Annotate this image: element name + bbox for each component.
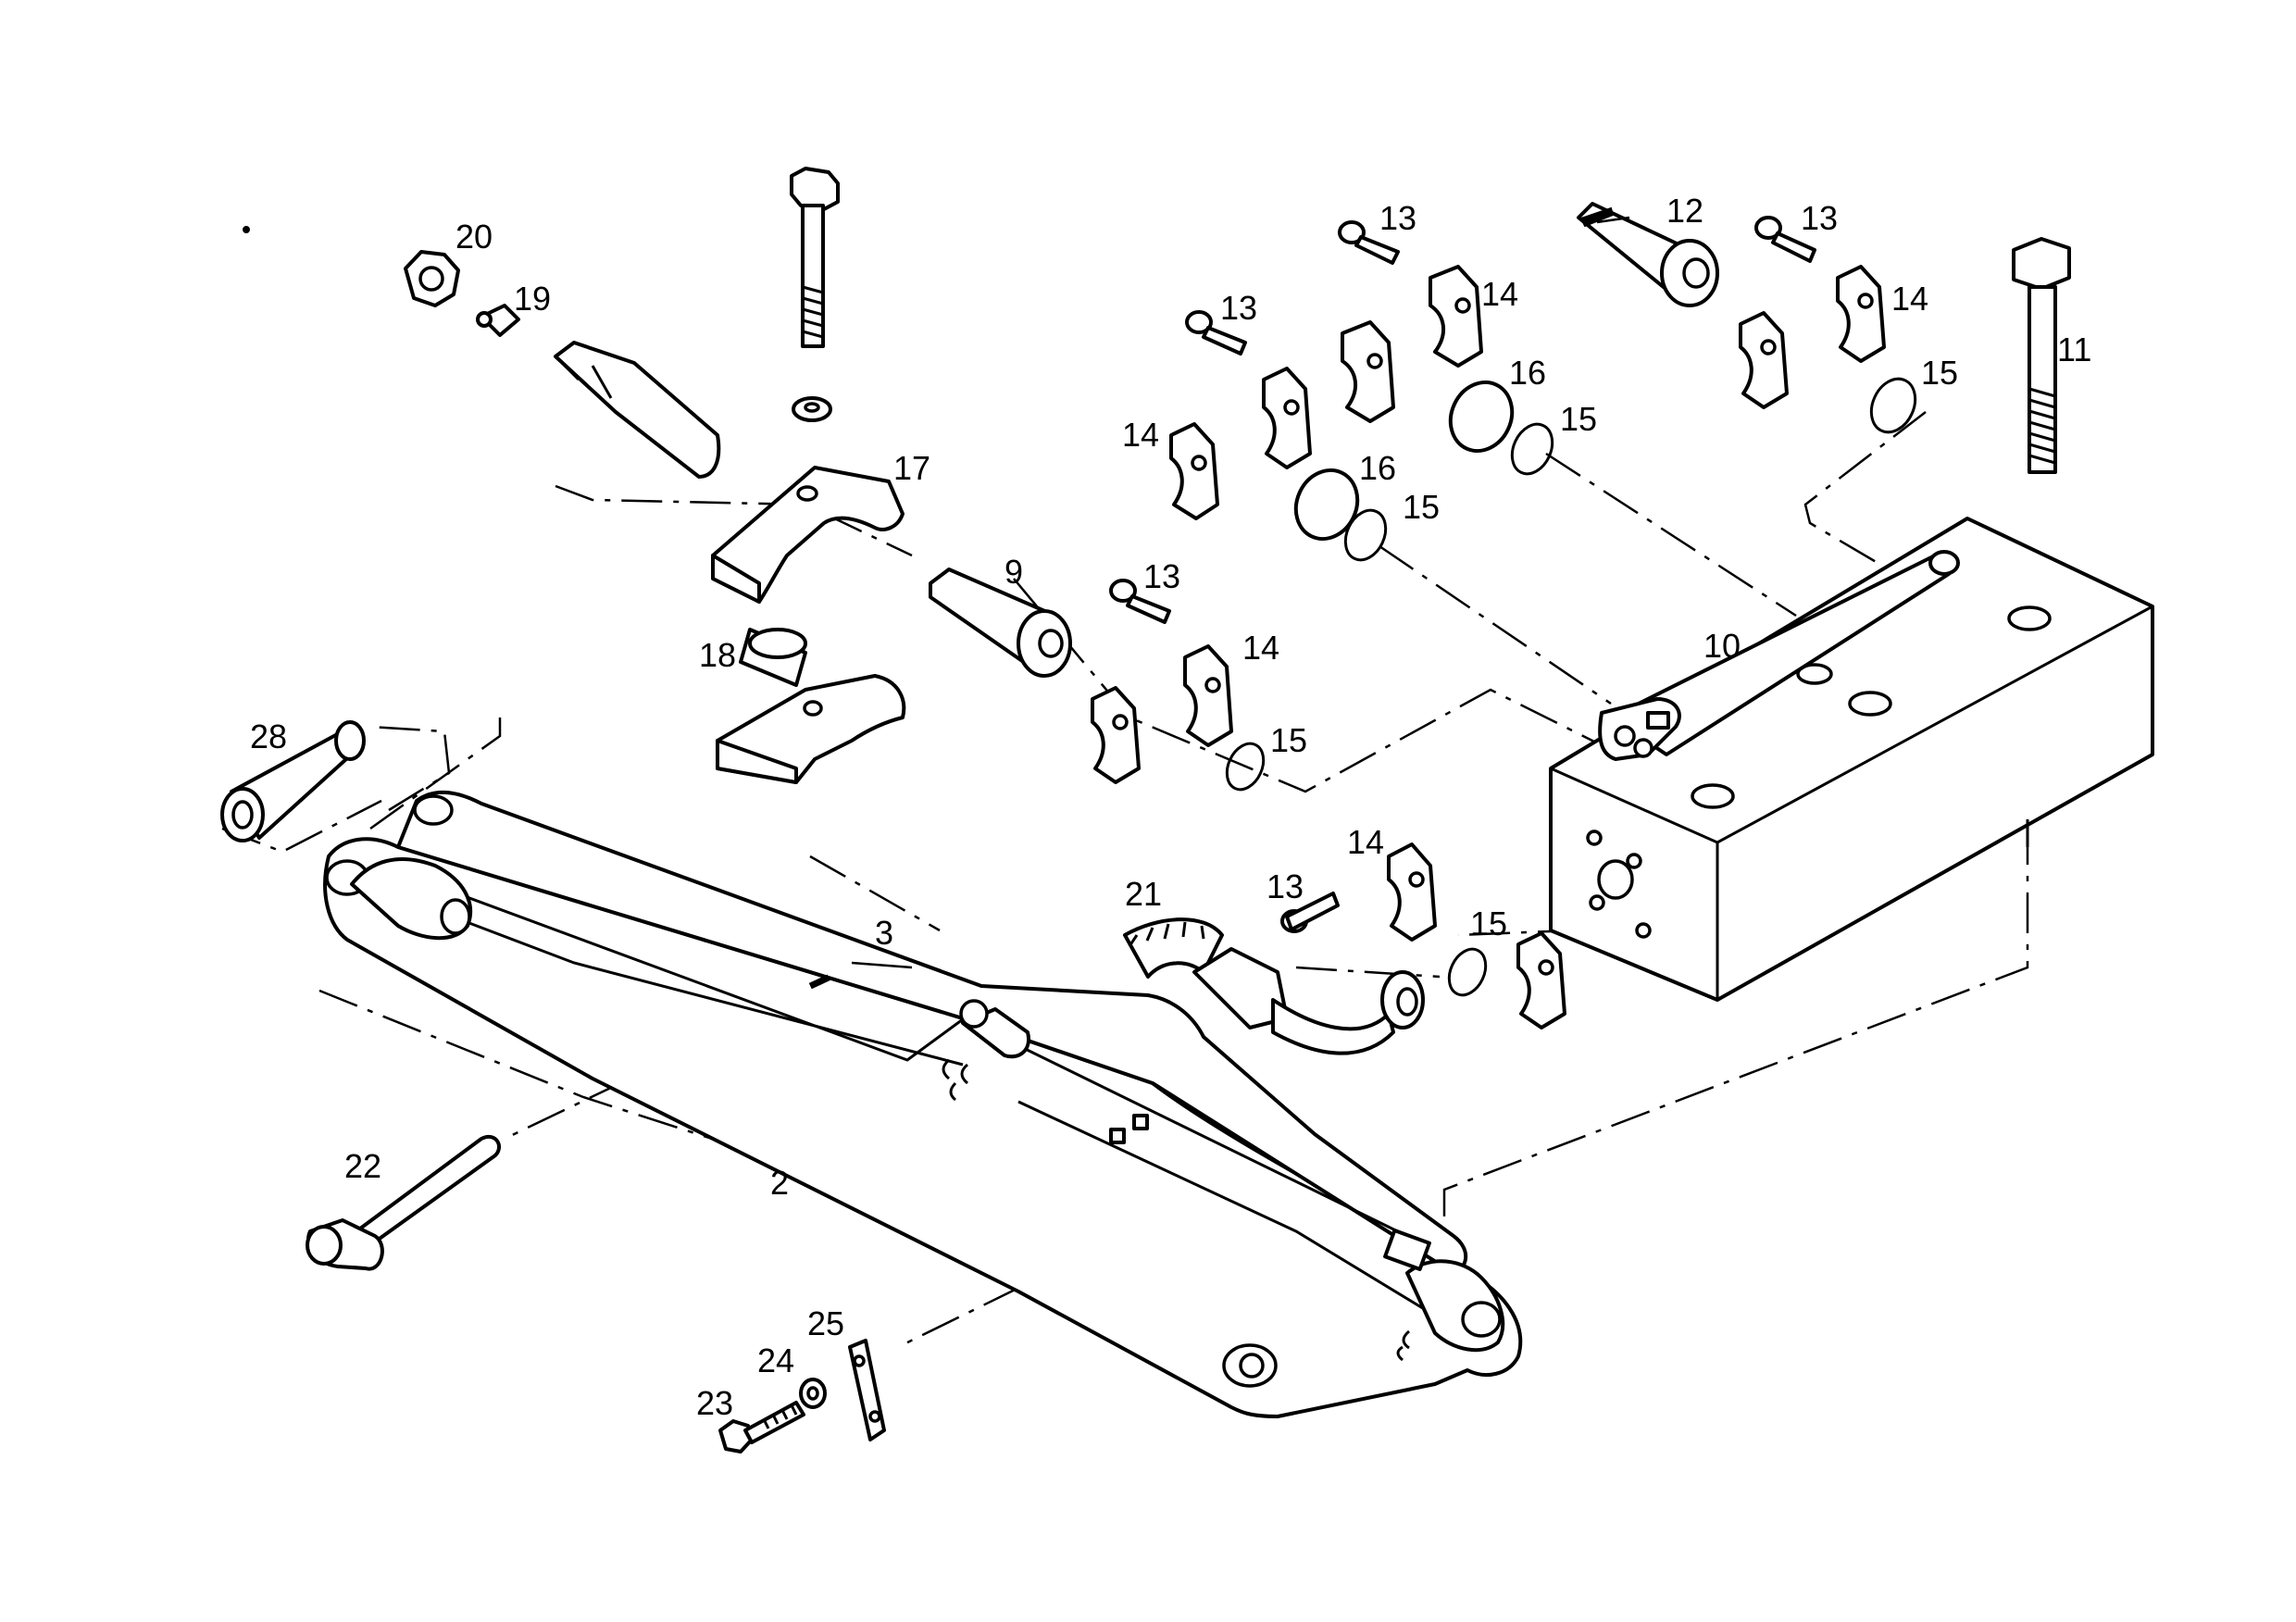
clamp-lower bbox=[716, 674, 906, 784]
hydraulic-hose bbox=[1123, 917, 1425, 1055]
bushing bbox=[739, 628, 807, 687]
callout-17: 17 bbox=[893, 449, 930, 487]
blanking-caps bbox=[1293, 381, 1515, 541]
callout-13a: 13 bbox=[1379, 199, 1416, 237]
split-flange-halves bbox=[1091, 265, 1886, 1029]
sleeve bbox=[220, 720, 366, 842]
socket-screw bbox=[1185, 310, 1247, 356]
callout-13d: 13 bbox=[1143, 557, 1180, 595]
retaining-plate bbox=[848, 1339, 886, 1441]
callout-14a: 14 bbox=[1481, 275, 1518, 313]
callout-13c: 13 bbox=[1220, 289, 1257, 327]
callout-14c: 14 bbox=[1122, 416, 1159, 454]
locking-pin bbox=[306, 1135, 501, 1271]
pivot-pin bbox=[554, 341, 721, 479]
callout-15d: 15 bbox=[1270, 721, 1307, 759]
flange-adapter-9 bbox=[929, 568, 1072, 678]
valve-block bbox=[1549, 517, 2154, 1002]
callout-25: 25 bbox=[807, 1304, 844, 1342]
grease-nipple bbox=[476, 304, 520, 337]
socket-screw bbox=[1754, 216, 1816, 263]
callout-23: 23 bbox=[696, 1384, 733, 1422]
callout-28: 28 bbox=[250, 717, 287, 755]
callout-13b: 13 bbox=[1801, 199, 1838, 237]
washer bbox=[799, 1378, 827, 1409]
callout-15e: 15 bbox=[1470, 905, 1507, 942]
callout-10: 10 bbox=[1703, 627, 1741, 665]
o-rings bbox=[1225, 377, 1917, 997]
callout-18: 18 bbox=[699, 636, 736, 674]
callout-13e: 13 bbox=[1267, 867, 1304, 905]
hex-nut bbox=[404, 250, 460, 307]
control-lever bbox=[1598, 550, 1960, 761]
callout-16b: 16 bbox=[1359, 449, 1396, 487]
callout-12: 12 bbox=[1666, 192, 1703, 230]
clamp-upper bbox=[711, 466, 905, 604]
socket-screw bbox=[1109, 579, 1171, 624]
callout-21: 21 bbox=[1125, 875, 1162, 913]
callout-15a: 15 bbox=[1921, 354, 1958, 392]
callout-15b: 15 bbox=[1560, 400, 1597, 438]
stray-dot bbox=[243, 226, 250, 233]
callout-11: 11 bbox=[2057, 331, 2091, 368]
callout-20: 20 bbox=[455, 218, 493, 256]
callout-16a: 16 bbox=[1509, 354, 1546, 392]
callout-14b: 14 bbox=[1891, 280, 1928, 318]
callout-19: 19 bbox=[514, 280, 551, 318]
callout-22: 22 bbox=[344, 1147, 381, 1185]
hex-bolt-small bbox=[718, 1401, 805, 1454]
clamp-bolt bbox=[790, 167, 840, 422]
callout-2: 2 bbox=[770, 1164, 789, 1202]
socket-screws bbox=[1109, 216, 1816, 933]
callout-3: 3 bbox=[875, 914, 893, 952]
callout-leaders bbox=[851, 216, 1630, 969]
callout-15c: 15 bbox=[1403, 488, 1440, 526]
callout-14d: 14 bbox=[1242, 629, 1279, 667]
boom-arm bbox=[323, 790, 1523, 1418]
callout-24: 24 bbox=[757, 1341, 794, 1379]
socket-screw bbox=[1338, 220, 1400, 265]
callout-labels: 2 3 9 10 11 12 13 13 13 13 13 14 14 14 1… bbox=[250, 192, 2091, 1422]
callout-14e: 14 bbox=[1347, 823, 1384, 861]
flange-adapter-12 bbox=[1577, 202, 1719, 307]
long-bolt bbox=[2012, 237, 2071, 474]
socket-screw bbox=[1280, 892, 1340, 933]
callout-9: 9 bbox=[1004, 553, 1023, 591]
